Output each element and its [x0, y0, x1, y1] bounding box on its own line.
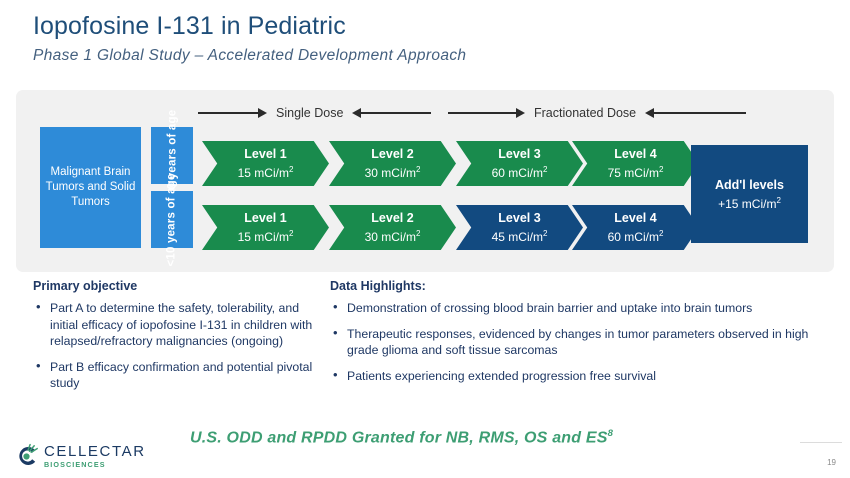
- dose-level-value: 15 mCi/m2: [237, 164, 294, 180]
- dose-level-name: Level 2: [371, 146, 414, 161]
- dose-chevron: Level 4 75 mCi/m2: [572, 141, 699, 186]
- list-item: Part B efficacy confirmation and potenti…: [33, 358, 323, 392]
- flow-label-single-dose: Single Dose: [198, 106, 432, 120]
- dose-level-value: 30 mCi/m2: [364, 164, 421, 180]
- list-item: Therapeutic responses, evidenced by chan…: [330, 325, 840, 359]
- dose-level-name: Level 1: [244, 210, 287, 225]
- age-group-box-younger: <10 years of age: [151, 173, 193, 266]
- page-title: Iopofosine I-131 in Pediatric: [33, 12, 346, 40]
- dose-level-name: Level 4: [614, 210, 657, 225]
- dose-level-name: Level 3: [498, 146, 541, 161]
- dose-level-value: 30 mCi/m2: [364, 228, 421, 244]
- primary-objective-heading: Primary objective: [33, 279, 138, 293]
- page-number: 19: [827, 458, 836, 467]
- primary-objective-list: Part A to determine the safety, tolerabi…: [33, 299, 323, 392]
- arrow-left-icon: [645, 108, 655, 118]
- logo-tagline: BIOSCIENCES: [44, 459, 106, 469]
- dose-level-name: Level 4: [614, 146, 657, 161]
- dose-chevron: Level 2 30 mCi/m2: [329, 141, 456, 186]
- dose-chevron: Level 2 30 mCi/m2: [329, 205, 456, 250]
- arrow-line: [198, 112, 258, 114]
- page-number-rule: [800, 442, 842, 443]
- dose-level-name: Level 3: [498, 210, 541, 225]
- dose-chevron: Level 3 45 mCi/m2: [456, 205, 583, 250]
- dose-level-value: 60 mCi/m2: [607, 228, 664, 244]
- flow-label-text: Fractionated Dose: [534, 106, 637, 120]
- footnote-superscript: 8: [607, 428, 614, 439]
- arrow-left-icon: [352, 108, 362, 118]
- page-subtitle: Phase 1 Global Study – Accelerated Devel…: [33, 47, 467, 64]
- dose-chevron: Level 1 15 mCi/m2: [202, 141, 329, 186]
- data-highlights-column: Data Highlights: Demonstration of crossi…: [330, 279, 840, 393]
- primary-objective-column: Primary objective Part A to determine th…: [33, 279, 323, 401]
- logo-wordmark: CELLECTAR BIOSCIENCES: [44, 444, 146, 468]
- flow-label-fractionated-dose: Fractionated Dose: [448, 106, 747, 120]
- arrow-right-icon: [516, 108, 525, 118]
- arrow-line: [361, 112, 432, 114]
- list-item: Demonstration of crossing blood brain ba…: [330, 299, 840, 317]
- list-item: Patients experiencing extended progressi…: [330, 367, 840, 385]
- data-highlights-list: Demonstration of crossing blood brain ba…: [330, 299, 840, 385]
- flow-label-text: Single Dose: [276, 106, 344, 120]
- age-group-box-older: ≥10 years of age: [151, 109, 193, 202]
- dose-level-name: Level 1: [244, 146, 287, 161]
- additional-levels-title: Add'l levels: [715, 177, 784, 192]
- dose-chevron: Level 1 15 mCi/m2: [202, 205, 329, 250]
- dose-chevron: Level 3 60 mCi/m2: [456, 141, 583, 186]
- arrow-line: [654, 112, 747, 114]
- logo-company-name: CELLECTAR: [44, 442, 146, 460]
- additional-levels-dose: +15 mCi/m2: [718, 195, 781, 211]
- dose-level-value: 15 mCi/m2: [237, 228, 294, 244]
- population-box: Malignant Brain Tumors and Solid Tumors: [40, 127, 141, 248]
- cellectar-mark-icon: [14, 443, 40, 469]
- arrow-line: [448, 112, 516, 114]
- dose-level-value: 75 mCi/m2: [607, 164, 664, 180]
- company-logo: CELLECTAR BIOSCIENCES: [14, 443, 146, 469]
- footnote-text: U.S. ODD and RPDD Granted for NB, RMS, O…: [190, 428, 613, 447]
- dose-level-value: 45 mCi/m2: [491, 228, 548, 244]
- age-group-label: <10 years of age: [166, 172, 178, 267]
- additional-levels-box: Add'l levels +15 mCi/m2: [691, 145, 808, 243]
- footnote-label: U.S. ODD and RPDD Granted for NB, RMS, O…: [190, 429, 608, 447]
- list-item: Part A to determine the safety, tolerabi…: [33, 299, 323, 350]
- dose-chevron: Level 4 60 mCi/m2: [572, 205, 699, 250]
- data-highlights-heading: Data Highlights:: [330, 279, 426, 293]
- dose-level-value: 60 mCi/m2: [491, 164, 548, 180]
- arrow-right-icon: [258, 108, 267, 118]
- dose-level-name: Level 2: [371, 210, 414, 225]
